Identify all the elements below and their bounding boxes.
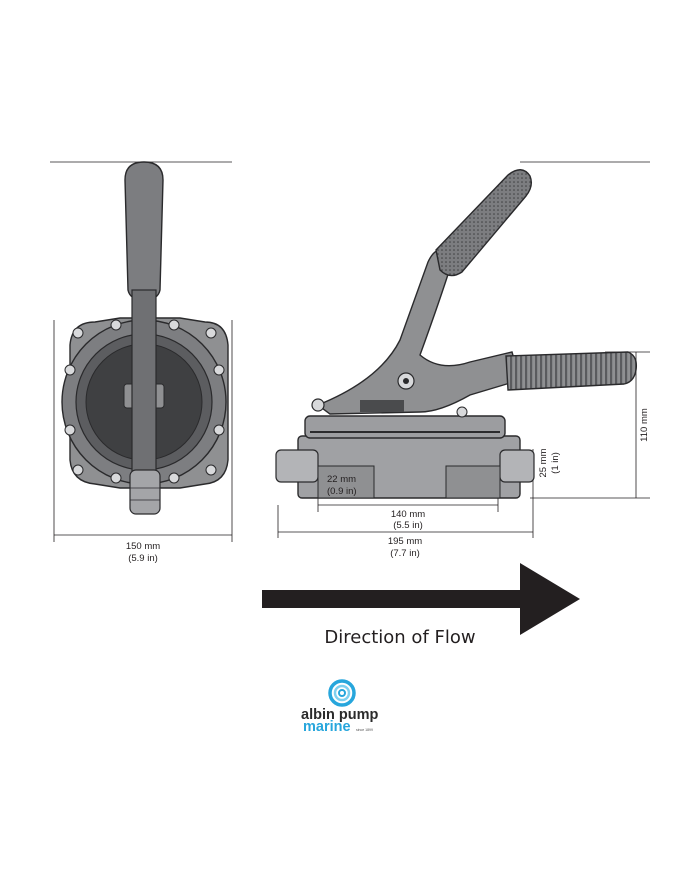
- side-port-right: [499, 449, 535, 483]
- logo-tagline: since 1899: [356, 728, 373, 732]
- flow-label: Direction of Flow: [324, 627, 475, 648]
- bolt-icon: [168, 472, 180, 484]
- bolt-icon: [168, 319, 180, 331]
- side-port-left: [275, 449, 319, 483]
- bolt-icon: [213, 424, 225, 436]
- logo-swirl-icon: [328, 679, 356, 707]
- port-offset-metric: 25 mm: [538, 448, 549, 477]
- albin-pump-marine-logo: albin pump marine since 1899: [301, 679, 378, 735]
- side-chamber-right: [445, 465, 501, 499]
- bolt-icon: [110, 319, 122, 331]
- side-chamber-left: [317, 465, 375, 499]
- overall-length-imperial: (7.7 in): [390, 548, 420, 559]
- side-cover-plate: [304, 415, 506, 439]
- port-diameter-metric: 22 mm: [327, 474, 356, 485]
- bolt-icon: [205, 327, 217, 339]
- bolt-icon: [64, 424, 76, 436]
- bolt-icon: [72, 464, 84, 476]
- side-rear-pivot-icon: [456, 406, 468, 418]
- side-lever-arm: [316, 249, 521, 415]
- front-bolts: [64, 319, 225, 484]
- pump-front-view: [61, 161, 229, 515]
- side-height-metric: 110 mm: [639, 408, 650, 442]
- overall-length-metric: 195 mm: [388, 536, 422, 547]
- body-length-metric: 140 mm: [391, 509, 425, 520]
- side-upper-grip: [435, 169, 533, 277]
- bolt-icon: [213, 364, 225, 376]
- body-length-imperial: (5.5 in): [393, 520, 423, 531]
- front-handle-shaft: [131, 289, 157, 491]
- flow-arrow-icon: [262, 563, 580, 635]
- port-offset-imperial: (1 in): [550, 452, 561, 474]
- port-diameter-imperial: (0.9 in): [327, 486, 357, 497]
- dimension-labels: 150 mm (5.9 in) 110 mm 25 mm (1 in) 22 m…: [126, 408, 650, 564]
- bolt-icon: [110, 472, 122, 484]
- side-lower-grip: [505, 351, 638, 391]
- bolt-icon: [64, 364, 76, 376]
- logo-line2: marine: [303, 719, 351, 735]
- side-link-plate: [360, 400, 404, 412]
- front-width-imperial: (5.9 in): [128, 553, 158, 564]
- front-outlet-spout: [129, 469, 161, 515]
- front-handle-grip: [124, 161, 164, 301]
- front-width-metric: 150 mm: [126, 541, 160, 552]
- bolt-icon: [72, 327, 84, 339]
- flow-arrow: Direction of Flow: [262, 563, 580, 648]
- bolt-icon: [205, 464, 217, 476]
- side-front-pivot-icon: [311, 398, 325, 412]
- logo-line1: albin pump: [301, 707, 378, 723]
- pump-side-view: [275, 169, 638, 499]
